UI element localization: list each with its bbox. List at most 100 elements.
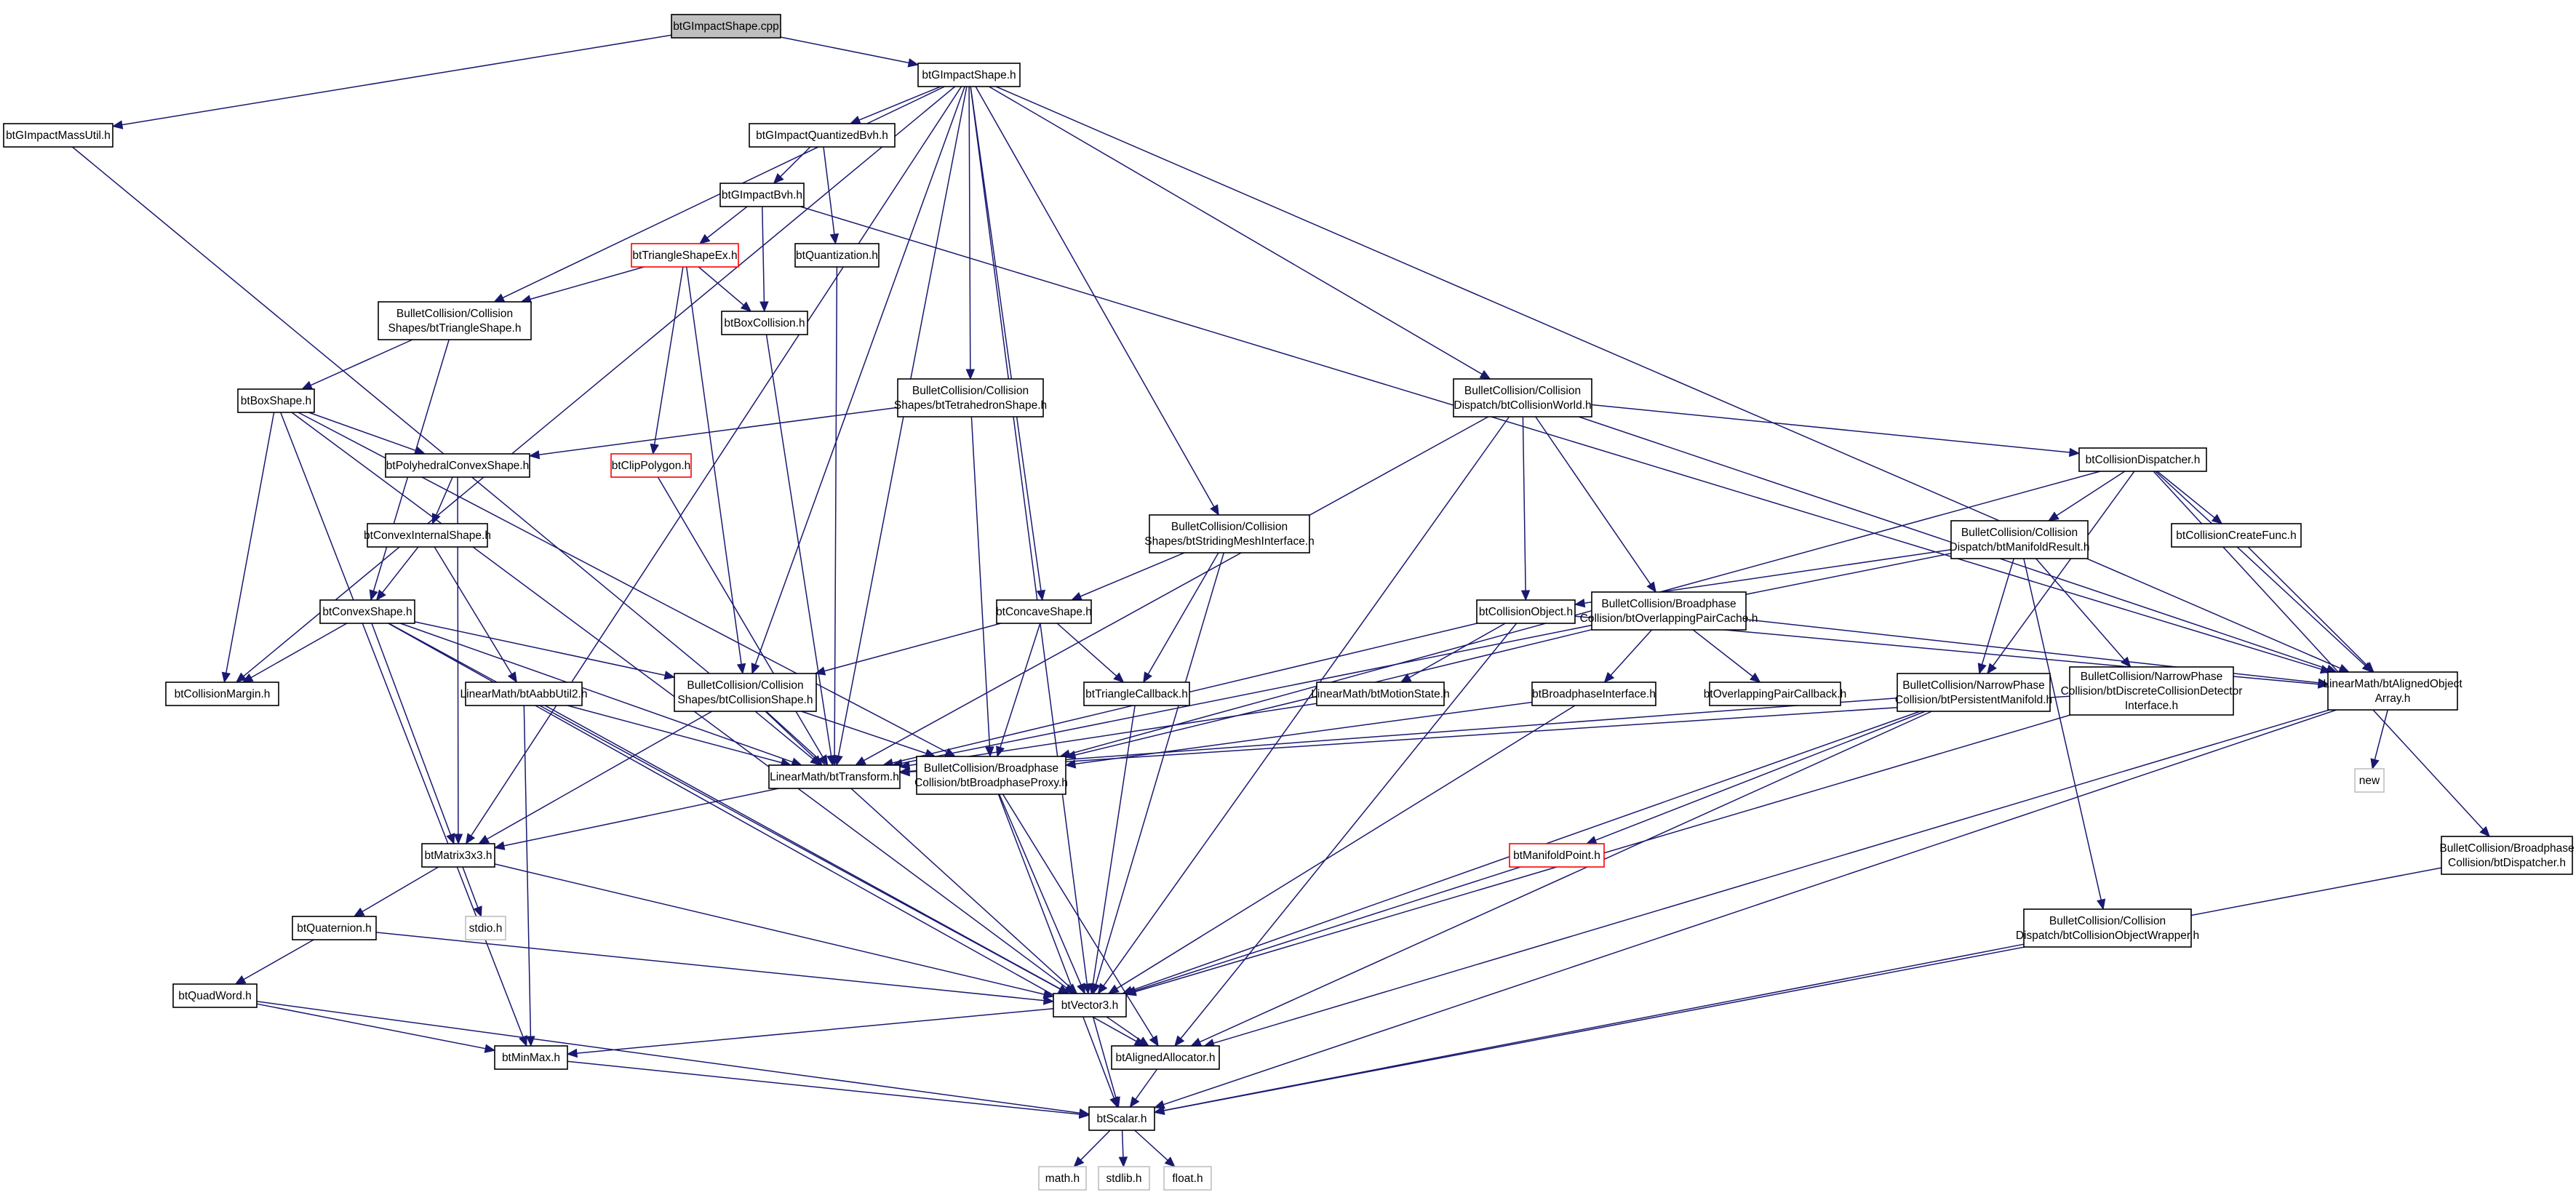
node-btcollisionmargin-h[interactable]: btCollisionMargin.h (165, 682, 279, 706)
edge-line (544, 705, 1061, 990)
edge-line (2023, 558, 2102, 900)
node-btboxcollision-h[interactable]: btBoxCollision.h (721, 311, 808, 335)
edge-line (2156, 471, 2215, 519)
node-btquadword-h[interactable]: btQuadWord.h (172, 983, 258, 1008)
node-btgimpactbvh-h[interactable]: btGImpactBvh.h (719, 183, 805, 207)
edge-line (698, 266, 744, 306)
edge-line (71, 146, 814, 760)
node-bulletcollision-collisionshapes-btcollisionshape-h[interactable]: BulletCollision/CollisionShapes/btCollis… (674, 673, 817, 712)
node-bulletcollision-collisionshapes-btstridingmeshinterface-h[interactable]: BulletCollision/CollisionShapes/btStridi… (1144, 514, 1315, 553)
node-btcollisionobject-h[interactable]: btCollisionObject.h (1476, 599, 1576, 624)
edge-line (310, 339, 413, 386)
node-linearmath-bttransform-h[interactable]: LinearMath/btTransform.h (768, 764, 901, 789)
node-bulletcollision-narrowphasecollision-btpersistentmanifold-h[interactable]: BulletCollision/NarrowPhaseCollision/btP… (1895, 673, 2052, 712)
edge-line (1522, 416, 1526, 591)
edge-arrowhead (1042, 996, 1055, 1005)
edge-arrowhead (1042, 989, 1055, 999)
node-bttrianglecallback-h[interactable]: btTriangleCallback.h (1083, 682, 1190, 706)
node-box (2171, 523, 2302, 548)
edge-arrowhead (453, 834, 463, 845)
node-label: BulletCollision/Broadphase (2439, 842, 2574, 855)
edge-convexshape-to-colmargin (242, 623, 348, 683)
nodes-layer: btGImpactShape.cpp btGImpactShape.h btGImp… (3, 14, 2575, 1191)
node-bulletcollision-collisiondispatch-btcollisionobjectwrapper-h[interactable]: BulletCollision/CollisionDispatch/btColl… (2016, 908, 2199, 948)
node-label: btMatrix3x3.h (424, 850, 492, 862)
node-btminmax-h[interactable]: btMinMax.h (494, 1045, 568, 1070)
node-box (367, 523, 488, 548)
edge-line (1163, 867, 2442, 1111)
edge-line (250, 623, 348, 679)
node-bulletcollision-narrowphasecollision-btdiscretecollisiondetectorinterface-h[interactable]: BulletCollision/NarrowPhaseCollision/btD… (2061, 666, 2243, 716)
edge-line (382, 546, 419, 593)
edge-line (503, 788, 779, 847)
node-btgimpactquantizedbvh-h[interactable]: btGImpactQuantizedBvh.h (749, 123, 896, 148)
node-linearmath-btaabbutil2-h[interactable]: LinearMath/btAabbUtil2.h (460, 682, 588, 706)
node-btscalar-h[interactable]: btScalar.h (1088, 1106, 1155, 1131)
node-btoverlappingpaircallback-h[interactable]: btOverlappingPairCallback.h (1704, 682, 1846, 706)
node-btcollisioncreatefunc-h[interactable]: btCollisionCreateFunc.h (2171, 523, 2302, 548)
node-bulletcollision-broadphasecollision-btbroadphaseproxy-h[interactable]: BulletCollision/BroadphaseCollision/btBr… (914, 756, 1068, 795)
node-bulletcollision-collisiondispatch-btmanifoldresult-h[interactable]: BulletCollision/CollisionDispatch/btMani… (1950, 520, 2090, 559)
edge-quaternion-to-quadword (234, 939, 314, 985)
node-box (671, 14, 781, 39)
edge-line (487, 711, 713, 840)
node-btalignedallocator-h[interactable]: btAlignedAllocator.h (1111, 1045, 1220, 1070)
edge-bcoverlap-to-overlapcb (1692, 629, 1761, 683)
edge-arrowhead (854, 756, 866, 766)
node-btgimpactmassutil-h[interactable]: btGImpactMassUtil.h (3, 123, 113, 148)
edge-clippoly-to-transform (657, 476, 829, 767)
node-btmanifoldpoint-h[interactable]: btManifoldPoint.h (1509, 843, 1605, 868)
node-btgimpactshape-cpp[interactable]: btGImpactShape.cpp (671, 14, 781, 39)
edge-colobject-to-motionstate (1400, 623, 1506, 683)
edge-line (1080, 1130, 1111, 1161)
edge-manifoldpt-to-vector3 (1125, 866, 1521, 995)
node-label: BulletCollision/Collision (1464, 385, 1581, 397)
node-btbroadphaseinterface-h[interactable]: btBroadphaseInterface.h (1531, 682, 1656, 706)
edge-qbvh-to-quantization (823, 146, 840, 245)
node-btpolyhedralconvexshape-h[interactable]: btPolyhedralConvexShape.h (385, 453, 530, 478)
node-bttriangleshapeex-h[interactable]: btTriangleShapeEx.h (631, 243, 739, 268)
node-btcollisiondispatcher-h[interactable]: btCollisionDispatcher.h (2078, 447, 2207, 472)
edge-arrowhead (698, 233, 711, 244)
edge-colobject-to-alignedalloc (1174, 623, 1518, 1047)
edge-arrowhead (111, 120, 124, 129)
edge-line (1002, 794, 1154, 1039)
node-btvector3-h[interactable]: btVector3.h (1053, 993, 1127, 1018)
edge-line (801, 711, 927, 754)
node-label: LinearMath/btAlignedObject (2323, 678, 2463, 690)
node-bulletcollision-broadphasecollision-btdispatcher-h[interactable]: BulletCollision/BroadphaseCollision/btDi… (2439, 836, 2575, 875)
node-bulletcollision-collisiondispatch-btcollisionworld-h[interactable]: BulletCollision/CollisionDispatch/btColl… (1453, 378, 1592, 417)
edge-convexint-to-convexshape (375, 546, 419, 602)
node-bulletcollision-collisionshapes-bttetrahedronshape-h[interactable]: BulletCollision/CollisionShapes/btTetrah… (894, 378, 1047, 417)
node-box (1038, 1166, 1087, 1191)
edge-gbvh-to-boxcol (759, 206, 769, 313)
edge-arrowhead (1574, 598, 1586, 608)
node-bulletcollision-broadphasecollision-btoverlappingpaircache-h[interactable]: BulletCollision/BroadphaseCollision/btOv… (1580, 591, 1758, 631)
edge-coldispatcher-to-colcreate (2156, 471, 2223, 524)
edge-arrowhead (446, 833, 455, 845)
edge-line (1103, 416, 1510, 986)
node-btconvexinternalshape-h[interactable]: btConvexInternalShape.h (364, 523, 491, 548)
node-btconvexshape-h[interactable]: btConvexShape.h (319, 599, 415, 624)
node-btgimpactshape-h[interactable]: btGImpactShape.h (917, 63, 1021, 87)
edge-bcworld-to-vector3 (1097, 416, 1510, 995)
node-bulletcollision-collisionshapes-bttriangleshape-h[interactable]: BulletCollision/CollisionShapes/btTriang… (378, 301, 532, 340)
node-label: Collision/btDiscreteCollisionDetector (2061, 685, 2243, 698)
node-btquantization-h[interactable]: btQuantization.h (794, 243, 880, 268)
node-label: btTriangleCallback.h (1085, 688, 1188, 700)
node-btclippolygon-h[interactable]: btClipPolygon.h (610, 453, 692, 478)
edge-arrowhead (1125, 987, 1137, 996)
edge-arrowhead (2479, 826, 2490, 837)
node-box (721, 311, 808, 335)
node-linearmath-btmotionstate-h[interactable]: LinearMath/btMotionState.h (1311, 682, 1450, 706)
node-btmatrix3x3-h[interactable]: btMatrix3x3.h (421, 843, 495, 868)
node-box (749, 123, 896, 148)
edge-arrowhead (818, 754, 829, 767)
node-btconcaveshape-h[interactable]: btConcaveShape.h (996, 599, 1092, 624)
node-label: btVector3.h (1061, 999, 1118, 1012)
node-btboxshape-h[interactable]: btBoxShape.h (237, 388, 315, 413)
node-btquaternion-h[interactable]: btQuaternion.h (292, 916, 377, 940)
edge-line (1134, 866, 1521, 991)
